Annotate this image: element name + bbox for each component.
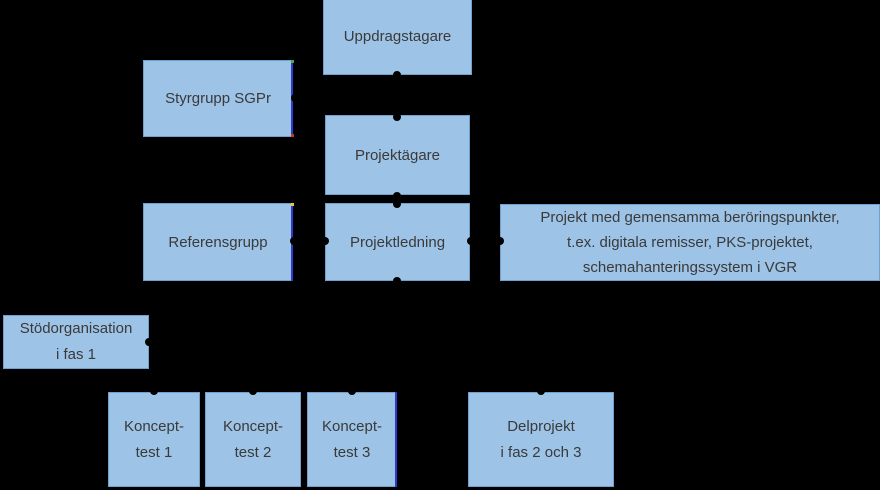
node-label: Delprojekt i fas 2 och 3 [500,417,582,461]
node-label: Projekt med gemensamma beröringspunkter,… [540,209,840,276]
connector-dot [393,277,401,285]
node-label: Koncept- test 1 [123,417,185,461]
node-stodorganisation-fas1: Stödorganisation i fas 1 [3,315,149,369]
node-uppdragstagare: Uppdragstagare [323,0,472,75]
connector-dot [393,113,401,121]
connector-dot [496,237,504,245]
node-styrgrupp-sgpr: Styrgrupp SGPr [143,60,293,137]
node-label: Stödorganisation i fas 1 [19,320,133,363]
node-label: Styrgrupp SGPr [165,90,271,107]
connector-dot [393,192,401,200]
node-label: Koncept- test 3 [321,417,383,461]
node-koncepttest-3: Koncept- test 3 [307,392,397,487]
connector-dot [393,71,401,79]
node-label: Uppdragstagare [343,28,452,45]
connector-dot [393,200,401,208]
connector-dot [145,338,153,346]
node-label: Referensgrupp [168,233,268,251]
node-gemensamma-projekt: Projekt med gemensamma beröringspunkter,… [500,204,880,281]
node-label: Projektägare [354,146,441,164]
connector-dot [537,387,545,395]
node-referensgrupp: Referensgrupp [143,203,293,281]
node-delprojekt-fas2-3: Delprojekt i fas 2 och 3 [468,392,614,487]
highlight-edge [395,392,397,487]
connector-dot [291,94,299,102]
handle-dot-red [291,134,294,137]
node-koncepttest-1: Koncept- test 1 [108,392,200,487]
connector-dot [290,237,298,245]
connector-dot [321,237,329,245]
connector-dot [348,387,356,395]
node-projektledning: Projektledning [325,203,470,281]
node-koncepttest-2: Koncept- test 2 [205,392,301,487]
connector-dot [249,387,257,395]
connector-dot [467,237,475,245]
node-projektagare: Projektägare [325,115,470,195]
node-label: Koncept- test 2 [222,417,284,461]
node-label: Projektledning [349,233,446,251]
handle-dot-yellow [291,203,294,206]
handle-dot-green [291,60,294,63]
connector-dot [150,387,158,395]
